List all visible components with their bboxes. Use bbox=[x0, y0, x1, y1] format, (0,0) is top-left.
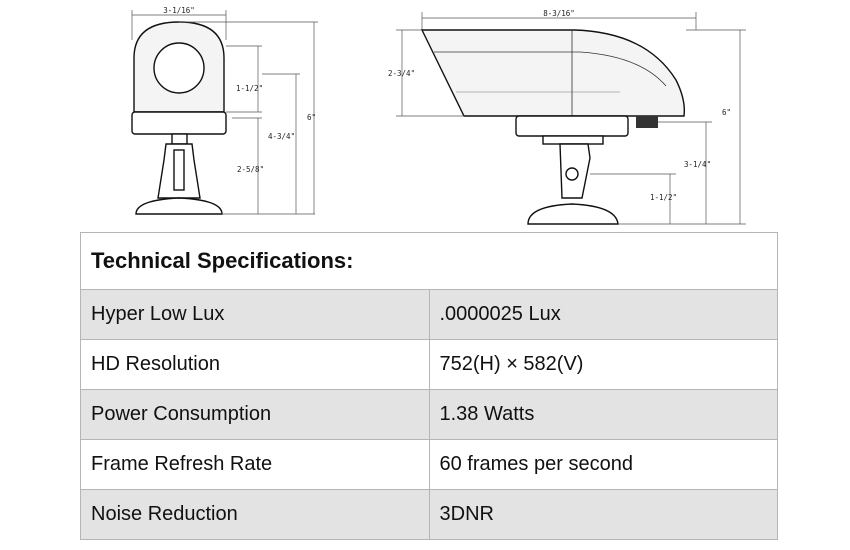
front-width-label: 3-1/16" bbox=[163, 6, 195, 15]
front-overall-height-label: 6" bbox=[307, 113, 316, 122]
side-connector bbox=[636, 116, 658, 128]
spec-label: Power Consumption bbox=[80, 389, 430, 440]
spec-value: 1.38 Watts bbox=[428, 389, 778, 440]
side-pivot bbox=[565, 167, 579, 181]
front-view: 3-1/16" 1-1/2" 2-5/8" 4-3/4" 6" bbox=[131, 6, 318, 215]
front-neck bbox=[171, 133, 188, 145]
front-mid-height-label: 4-3/4" bbox=[268, 132, 295, 141]
spec-value: 3DNR bbox=[428, 489, 778, 540]
side-base-plate bbox=[515, 115, 629, 137]
front-base-plate bbox=[131, 111, 227, 135]
specs-table: Technical Specifications: Hyper Low Lux … bbox=[80, 232, 778, 540]
side-hood bbox=[420, 29, 686, 117]
side-mount-height-label: 3-1/4" bbox=[684, 160, 711, 169]
spec-label: HD Resolution bbox=[80, 339, 430, 390]
front-lens-height-label: 1-1/2" bbox=[236, 84, 263, 93]
spec-value: 752(H) × 582(V) bbox=[428, 339, 778, 390]
camera-dimension-drawing: 3-1/16" 1-1/2" 2-5/8" 4-3/4" 6" 8-3/16" bbox=[131, 6, 746, 225]
side-mount-base bbox=[527, 203, 619, 225]
spec-value: .0000025 Lux bbox=[428, 289, 778, 340]
table-row: Power Consumption 1.38 Watts bbox=[80, 389, 778, 440]
side-pivot-height-label: 1-1/2" bbox=[650, 193, 677, 202]
spec-label: Frame Refresh Rate bbox=[80, 439, 430, 490]
spec-label: Noise Reduction bbox=[80, 489, 430, 540]
spec-value: 60 frames per second bbox=[428, 439, 778, 490]
front-bracket-height-label: 2-5/8" bbox=[237, 165, 264, 174]
side-view: 8-3/16" 2-3/4" 6" 3-1/4" 1-1/2" bbox=[388, 9, 746, 225]
specs-title: Technical Specifications: bbox=[80, 232, 778, 290]
front-lens bbox=[153, 42, 205, 94]
table-row: HD Resolution 752(H) × 582(V) bbox=[80, 339, 778, 390]
side-overall-height-label: 6" bbox=[722, 108, 731, 117]
table-row: Hyper Low Lux .0000025 Lux bbox=[80, 289, 778, 340]
side-length-label: 8-3/16" bbox=[543, 9, 575, 18]
side-hood-height-label: 2-3/4" bbox=[388, 69, 415, 78]
spec-label: Hyper Low Lux bbox=[80, 289, 430, 340]
front-mount-base bbox=[135, 197, 223, 215]
table-row: Frame Refresh Rate 60 frames per second bbox=[80, 439, 778, 490]
specs-title-row: Technical Specifications: bbox=[80, 232, 778, 290]
table-row: Noise Reduction 3DNR bbox=[80, 489, 778, 540]
